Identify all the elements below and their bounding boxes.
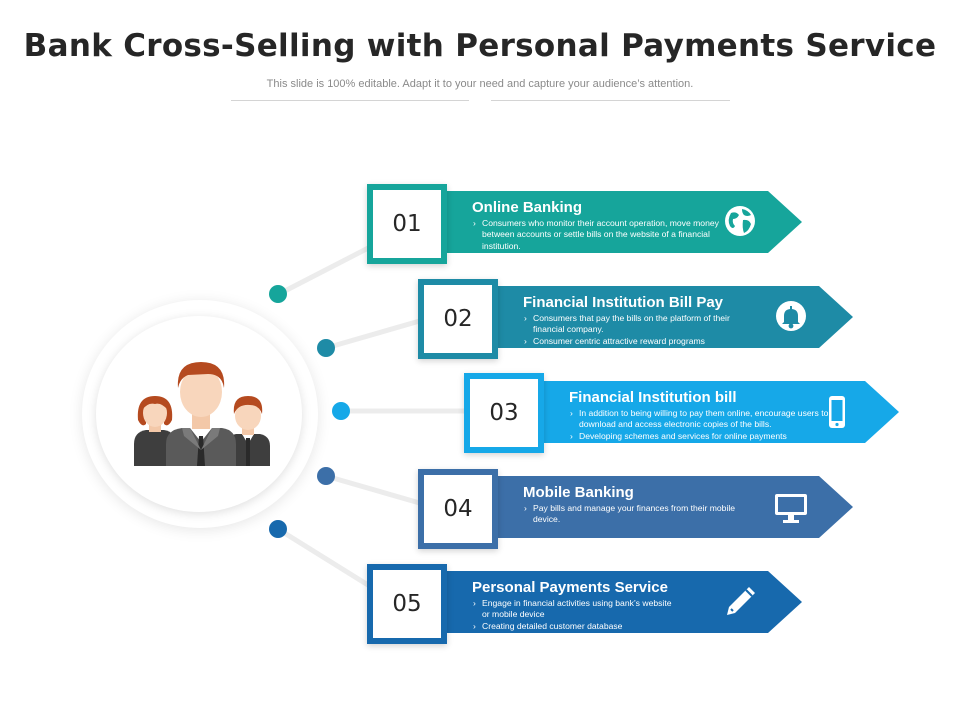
item-title-01: Online Banking bbox=[472, 199, 583, 216]
item-number-04: 04 bbox=[443, 496, 473, 522]
globe-icon bbox=[722, 204, 758, 240]
item-number-02: 02 bbox=[443, 306, 473, 332]
item-bullets-03: In addition to being willing to pay them… bbox=[569, 408, 831, 442]
item-number-05: 05 bbox=[392, 591, 422, 617]
path-dot-01 bbox=[269, 285, 287, 303]
item-bullet: Engage in financial activities using ban… bbox=[472, 598, 672, 621]
item-number-box-02: 02 bbox=[418, 279, 498, 359]
item-number-01: 01 bbox=[392, 211, 422, 237]
item-bullets-01: Consumers who monitor their account oper… bbox=[472, 218, 722, 252]
path-dot-03 bbox=[332, 402, 350, 420]
monitor-icon bbox=[773, 489, 809, 525]
item-number-box-01: 01 bbox=[367, 184, 447, 264]
path-dot-05 bbox=[269, 520, 287, 538]
path-dot-02 bbox=[317, 339, 335, 357]
bell-icon bbox=[773, 299, 809, 335]
item-title-02: Financial Institution Bill Pay bbox=[523, 294, 724, 311]
item-bullet: Creating detailed customer database bbox=[472, 621, 672, 632]
item-bullets-04: Pay bills and manage your finances from … bbox=[523, 503, 745, 526]
item-bullet: In addition to being willing to pay them… bbox=[569, 408, 831, 431]
subtitle-divider-left bbox=[231, 100, 469, 101]
item-bullet: Consumers who monitor their account oper… bbox=[472, 218, 722, 252]
item-bullet: Pay bills and manage your finances from … bbox=[523, 503, 745, 526]
slide-title: Bank Cross-Selling with Personal Payment… bbox=[23, 28, 937, 64]
path-dot-04 bbox=[317, 467, 335, 485]
subtitle-divider-right bbox=[491, 100, 730, 101]
connector-line-01 bbox=[276, 241, 379, 297]
item-title-03: Financial Institution bill bbox=[569, 389, 737, 406]
item-bullets-05: Engage in financial activities using ban… bbox=[472, 598, 672, 632]
people-group-icon bbox=[134, 362, 270, 466]
connector-line-04 bbox=[323, 473, 433, 509]
item-number-03: 03 bbox=[489, 400, 519, 426]
item-bullets-02: Consumers that pay the bills on the plat… bbox=[523, 313, 759, 347]
item-bullet: Consumer centric attractive reward progr… bbox=[523, 336, 759, 347]
item-bullet: Developing schemes and services for onli… bbox=[569, 431, 831, 442]
item-number-box-05: 05 bbox=[367, 564, 447, 644]
item-number-box-03: 03 bbox=[464, 373, 544, 453]
item-number-box-04: 04 bbox=[418, 469, 498, 549]
slide-subtitle: This slide is 100% editable. Adapt it to… bbox=[266, 78, 694, 90]
connector-line-02 bbox=[323, 315, 433, 351]
item-title-05: Personal Payments Service bbox=[472, 579, 668, 596]
smartphone-icon bbox=[819, 394, 855, 430]
connector-line-05 bbox=[275, 526, 379, 593]
item-bullet: Consumers that pay the bills on the plat… bbox=[523, 313, 759, 336]
item-title-04: Mobile Banking bbox=[523, 484, 634, 501]
pen-icon bbox=[722, 584, 758, 620]
